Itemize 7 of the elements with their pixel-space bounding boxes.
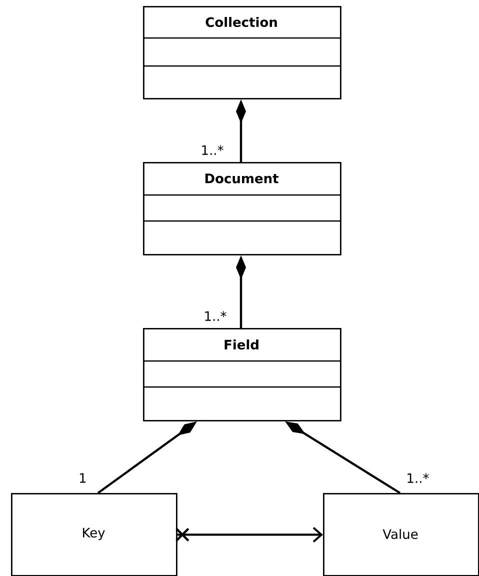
arrow xyxy=(175,526,323,542)
class-box: Field xyxy=(143,328,342,422)
class-box: Collection xyxy=(143,6,342,100)
box: Value xyxy=(323,493,479,576)
multiplicity-label: 1..* xyxy=(408,473,429,483)
box: Key xyxy=(11,493,178,576)
class-box: Document xyxy=(143,162,342,256)
